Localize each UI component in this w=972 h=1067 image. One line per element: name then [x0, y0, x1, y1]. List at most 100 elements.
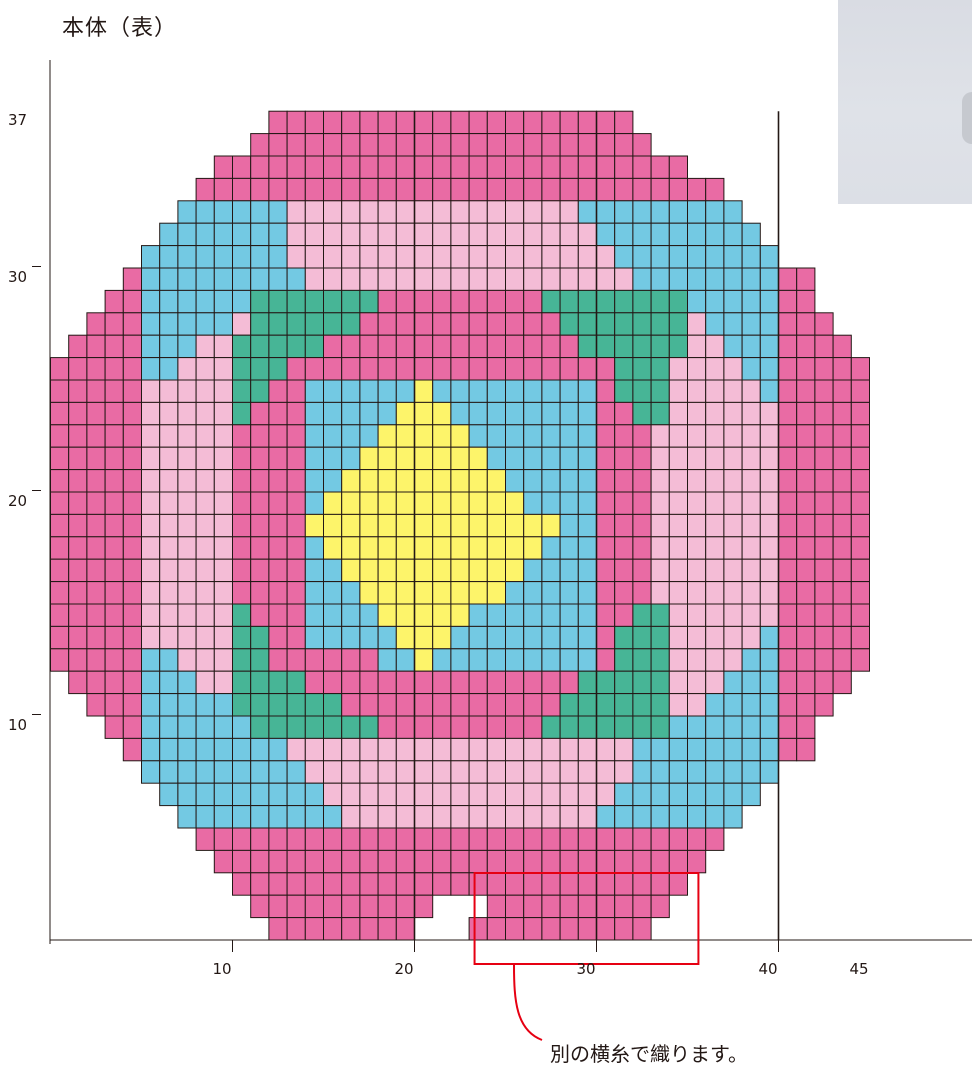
stitch-cell	[650, 357, 670, 381]
stitch-cell	[432, 625, 452, 650]
stitch-cell	[68, 401, 88, 426]
stitch-cell	[304, 110, 324, 135]
stitch-cell	[304, 245, 324, 269]
stitch-cell	[778, 424, 798, 448]
stitch-cell	[232, 312, 252, 336]
stitch-cell	[468, 379, 488, 403]
stitch-cell	[286, 177, 306, 202]
stitch-cell	[632, 133, 652, 157]
stitch-cell	[213, 513, 234, 538]
stitch-cell	[268, 715, 288, 739]
stitch-cell	[395, 603, 415, 627]
stitch-cell	[541, 737, 561, 762]
stitch-cell	[213, 401, 234, 426]
stitch-cell	[359, 222, 379, 247]
stitch-cell	[232, 782, 252, 807]
stitch-cell	[304, 200, 324, 224]
stitch-cell	[395, 536, 415, 560]
stitch-cell	[232, 581, 252, 605]
stitch-cell	[450, 782, 470, 807]
stitch-cell	[250, 805, 270, 829]
stitch-cell	[486, 401, 506, 426]
stitch-cell	[213, 245, 234, 269]
stitch-cell	[268, 558, 288, 583]
stitch-cell	[523, 670, 543, 695]
stitch-cell	[377, 357, 397, 381]
stitch-cell	[86, 334, 106, 359]
stitch-cell	[250, 312, 270, 336]
stitch-cell	[632, 917, 652, 941]
stitch-cell	[122, 424, 143, 448]
stitch-cell	[195, 603, 215, 627]
stitch-cell	[741, 289, 761, 314]
stitch-cell	[505, 715, 525, 739]
stitch-cell	[741, 334, 761, 359]
stitch-cell	[668, 267, 688, 291]
stitch-cell	[232, 401, 252, 426]
stitch-cell	[577, 513, 597, 538]
stitch-cell	[250, 737, 270, 762]
stitch-cell	[159, 693, 179, 717]
stitch-cell	[705, 536, 725, 560]
stitch-cell	[486, 625, 506, 650]
stitch-cell	[650, 177, 670, 202]
stitch-cell	[687, 782, 707, 807]
stitch-cell	[705, 312, 725, 336]
stitch-cell	[614, 424, 634, 448]
stitch-cell	[50, 491, 70, 515]
stitch-cell	[741, 267, 761, 291]
stitch-cell	[432, 177, 452, 202]
stitch-cell	[323, 849, 343, 874]
stitch-cell	[68, 491, 88, 515]
stitch-cell	[814, 513, 834, 538]
stitch-cell	[614, 222, 634, 247]
stitch-cell	[377, 827, 397, 851]
stitch-cell	[213, 827, 234, 851]
stitch-cell	[596, 267, 616, 291]
stitch-cell	[50, 648, 70, 672]
stitch-cell	[759, 334, 779, 359]
stitch-cell	[141, 401, 161, 426]
stitch-cell	[614, 155, 634, 179]
stitch-cell	[122, 558, 143, 583]
stitch-cell	[778, 581, 798, 605]
stitch-cell	[359, 693, 379, 717]
stitch-cell	[377, 155, 397, 179]
stitch-cell	[687, 334, 707, 359]
stitch-cell	[68, 379, 88, 403]
stitch-cell	[450, 446, 470, 471]
stitch-cell	[268, 491, 288, 515]
stitch-cell	[505, 558, 525, 583]
stitch-cell	[359, 849, 379, 874]
stitch-cell	[778, 737, 798, 762]
stitch-cell	[505, 737, 525, 762]
stitch-cell	[450, 401, 470, 426]
y-tick-label: 30	[8, 268, 28, 286]
stitch-cell	[395, 177, 415, 202]
stitch-cell	[377, 312, 397, 336]
stitch-cell	[632, 267, 652, 291]
stitch-cell	[796, 670, 816, 695]
stitch-cell	[687, 245, 707, 269]
stitch-cell	[650, 715, 670, 739]
stitch-cell	[523, 379, 543, 403]
stitch-cell	[304, 357, 324, 381]
stitch-cell	[632, 334, 652, 359]
stitch-cell	[159, 379, 179, 403]
stitch-cell	[359, 424, 379, 448]
stitch-cell	[341, 782, 361, 807]
stitch-cell	[159, 222, 179, 247]
stitch-cell	[250, 558, 270, 583]
stitch-cell	[359, 110, 379, 135]
stitch-cell	[523, 917, 543, 941]
stitch-cell	[850, 469, 870, 493]
stitch-cell	[759, 267, 779, 291]
stitch-cell	[796, 536, 816, 560]
stitch-cell	[395, 872, 415, 896]
stitch-cell	[432, 513, 452, 538]
stitch-cell	[232, 558, 252, 583]
stitch-cell	[541, 693, 561, 717]
stitch-cell	[286, 245, 306, 269]
stitch-cell	[341, 894, 361, 919]
stitch-cell	[359, 491, 379, 515]
